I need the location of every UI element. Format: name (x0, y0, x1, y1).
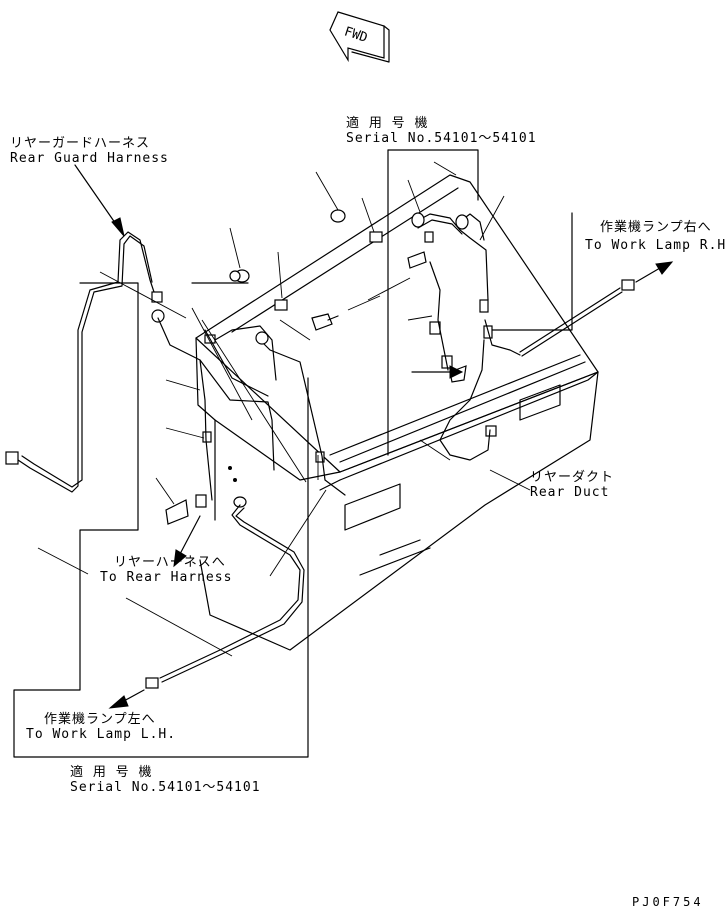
work-lamp-lh-label: 作業機ランプ左へ To Work Lamp L.H. (26, 712, 176, 742)
rear-duct-label: リヤーダクト Rear Duct (530, 470, 614, 500)
leader-lines (37, 161, 531, 657)
work-lamp-lh-jp: 作業機ランプ左へ (44, 712, 156, 727)
clamp-hardware (151, 209, 497, 525)
rear-duct-jp: リヤーダクト (530, 470, 615, 485)
serial-bottom-en: Serial No.54101～54101 (70, 780, 261, 795)
rear-harness-jp: リヤーハーネスへ (114, 555, 226, 570)
rear-harness-en: To Rear Harness (100, 570, 233, 585)
serial-top-en: Serial No.54101～54101 (346, 131, 537, 146)
serial-top-jp: 適 用 号 機 (346, 116, 429, 131)
harness-wires (5, 212, 635, 689)
serial-top-label: 適 用 号 機 Serial No.54101～54101 (346, 116, 537, 146)
serial-boundary-top (387, 149, 573, 456)
work-lamp-rh-en-label: To Work Lamp R.H. (585, 238, 728, 253)
work-lamp-lh-en: To Work Lamp L.H. (26, 727, 177, 742)
rear-guard-harness-jp: リヤーガードハーネス (10, 136, 151, 151)
rear-duct-en: Rear Duct (530, 485, 610, 500)
fwd-arrow-icon: FWD (329, 11, 390, 63)
serial-bottom-jp: 適 用 号 機 (70, 765, 153, 780)
rear-guard-harness-label: リヤーガードハーネス Rear Guard Harness (10, 136, 169, 166)
work-lamp-rh-jp: 作業機ランプ右へ (600, 220, 712, 235)
work-lamp-rh-label: 作業機ランプ右へ (600, 220, 712, 235)
rear-harness-label: リヤーハーネスへ To Rear Harness (100, 555, 232, 585)
drawing-code: PJ0F754 (632, 895, 704, 909)
serial-bottom-label: 適 用 号 機 Serial No.54101～54101 (70, 765, 261, 795)
fwd-text: FWD (342, 24, 369, 46)
work-lamp-rh-en: To Work Lamp R.H. (585, 238, 728, 253)
serial-boundary-bottom (13, 282, 309, 758)
rear-guard-harness-en: Rear Guard Harness (10, 151, 169, 166)
direction-arrows (74, 164, 674, 709)
rear-duct-body (195, 174, 599, 651)
